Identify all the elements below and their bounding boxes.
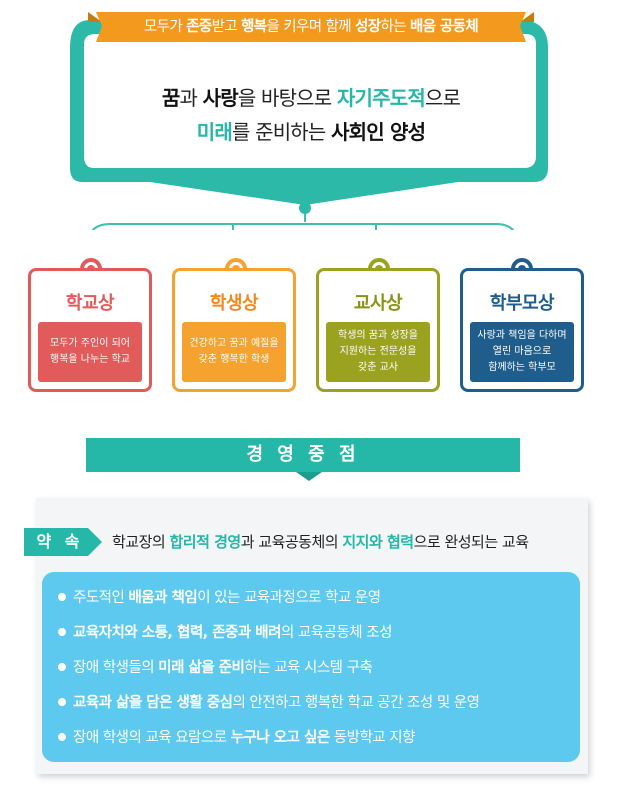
list-item: 장애 학생의 교육 요람으로 누구나 오고 싶은 동방학교 지향 xyxy=(58,726,415,750)
list-item: 장애 학생들의 미래 삶을 준비하는 교육 시스템 구축 xyxy=(58,656,373,680)
focus-title-band xyxy=(86,438,520,472)
vision-frame xyxy=(70,20,548,230)
card-title: 학부모상 xyxy=(489,293,555,314)
bullet-icon xyxy=(58,593,66,601)
promise-label: 약 속 xyxy=(36,532,84,551)
focus-title: 경 영 중 점 xyxy=(246,444,360,465)
motto-text: 모두가 존중받고 행복을 키우며 함께 성장하는 배움 공동체 xyxy=(143,19,479,35)
bullet-icon xyxy=(58,698,66,706)
bullet-icon xyxy=(58,733,66,741)
focus-pointer xyxy=(296,472,322,481)
list-item: 교육과 삶을 담은 생활 중심의 안전하고 행복한 학교 공간 조성 및 운영 xyxy=(58,691,480,715)
card-title: 학교상 xyxy=(65,293,115,314)
card-title: 학생상 xyxy=(209,293,259,314)
motto-ribbon xyxy=(88,12,534,42)
promise-statement: 학교장의 합리적 경영과 교육공동체의 지지와 협력으로 완성되는 교육 xyxy=(112,533,529,551)
vision-line-2: 미래를 준비하는 사회인 양성 xyxy=(196,120,426,144)
list-item: 주도적인 배움과 책임이 있는 교육과정으로 학교 운영 xyxy=(58,586,381,610)
promise-tag xyxy=(24,528,102,556)
list-item: 교육자치와 소통, 협력, 존중과 배려의 교육공동체 조성 xyxy=(58,621,392,645)
card-title: 교사상 xyxy=(353,293,403,314)
vision-line-1: 꿈과 사랑을 바탕으로 자기주도적으로 xyxy=(161,86,461,110)
bullet-icon xyxy=(58,663,66,671)
focus-list-box xyxy=(42,572,580,762)
bullet-icon xyxy=(58,628,66,636)
